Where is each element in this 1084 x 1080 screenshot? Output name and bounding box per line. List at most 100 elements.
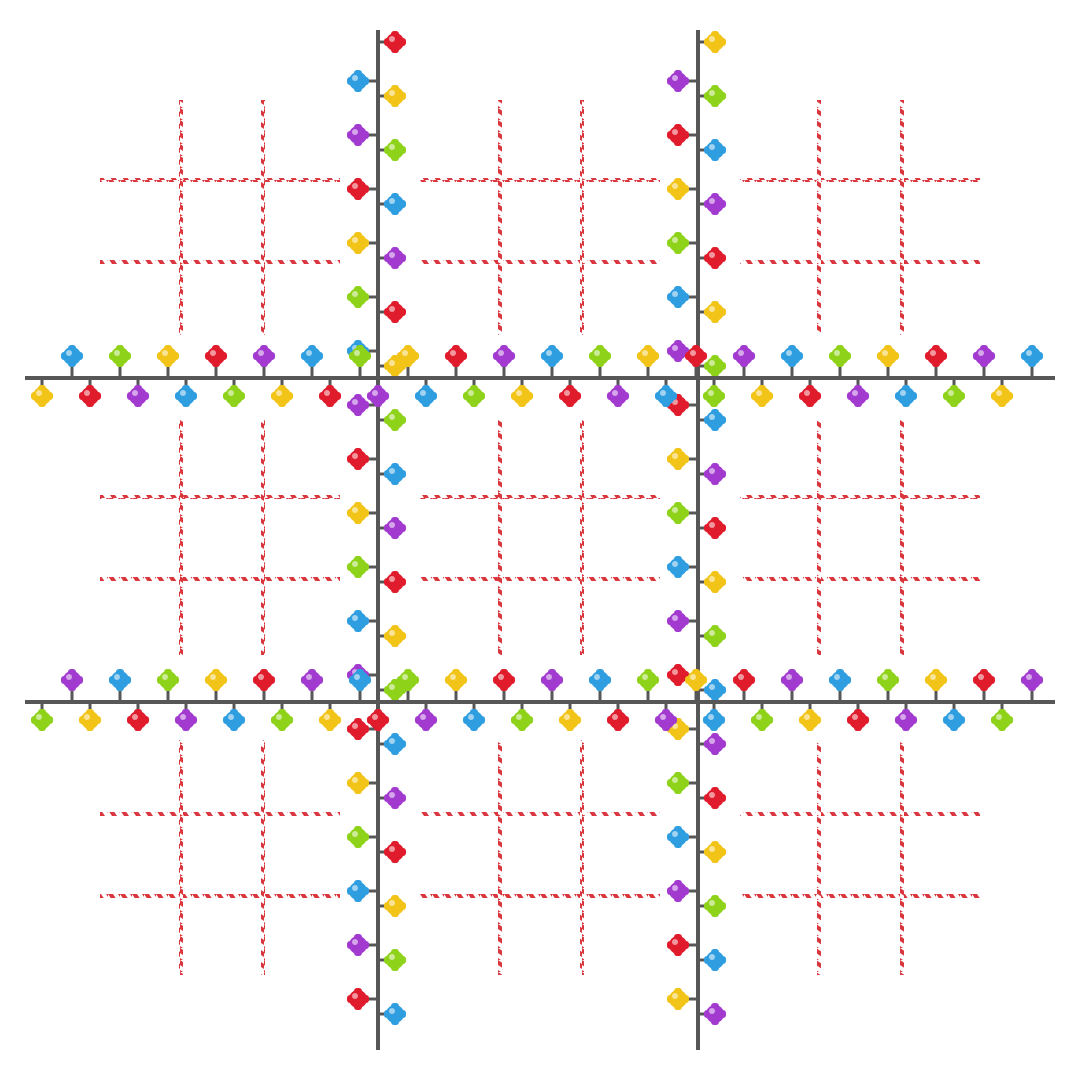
cell-12-21[interactable]	[822, 582, 899, 652]
cell-02-22[interactable]	[905, 265, 977, 332]
cell-12-12[interactable]	[905, 500, 977, 576]
cell-11-01[interactable]	[503, 423, 579, 494]
cell-10-11[interactable]	[184, 500, 260, 576]
cell-20-20[interactable]	[103, 899, 178, 972]
cell-20-22[interactable]	[266, 899, 337, 972]
cell-21-02[interactable]	[585, 743, 657, 811]
cell-21-22[interactable]	[585, 899, 657, 972]
cell-12-11[interactable]	[822, 500, 899, 576]
cell-00-12[interactable]	[266, 183, 337, 259]
cell-02-20[interactable]	[743, 265, 816, 332]
cell-02-21[interactable]	[822, 265, 899, 332]
light-bulb	[799, 385, 821, 407]
light-bulb	[704, 841, 726, 863]
cell-12-02[interactable]	[905, 423, 977, 494]
cell-22-01[interactable]	[822, 743, 899, 811]
cell-20-12[interactable]	[266, 817, 337, 893]
light-bulb	[397, 345, 419, 367]
cell-00-10[interactable]	[103, 183, 178, 259]
light-bulb	[637, 345, 659, 367]
cell-02-00[interactable]	[743, 103, 816, 177]
cell-21-21[interactable]	[503, 899, 579, 972]
light-bulb	[493, 345, 515, 367]
cell-00-22[interactable]	[266, 265, 337, 332]
cell-00-11[interactable]	[184, 183, 260, 259]
cell-20-01[interactable]	[184, 743, 260, 811]
light-bulb	[751, 709, 773, 731]
cell-00-01[interactable]	[184, 103, 260, 177]
cell-01-10[interactable]	[423, 183, 497, 259]
cell-11-21[interactable]	[503, 582, 579, 652]
cell-01-12[interactable]	[585, 183, 657, 259]
cell-00-02[interactable]	[266, 103, 337, 177]
light-bulb	[397, 669, 419, 691]
cell-01-00[interactable]	[423, 103, 497, 177]
cell-22-12[interactable]	[905, 817, 977, 893]
cell-11-02[interactable]	[585, 423, 657, 494]
cell-01-22[interactable]	[585, 265, 657, 332]
cell-11-12[interactable]	[585, 500, 657, 576]
cell-01-20[interactable]	[423, 265, 497, 332]
cell-21-01[interactable]	[503, 743, 579, 811]
candy-cane-line-h	[420, 894, 660, 898]
cell-10-00[interactable]	[103, 423, 178, 494]
cell-02-12[interactable]	[905, 183, 977, 259]
light-bulb	[384, 949, 406, 971]
cell-22-00[interactable]	[743, 743, 816, 811]
candy-cane-line-h	[740, 577, 980, 581]
cell-21-00[interactable]	[423, 743, 497, 811]
cell-02-10[interactable]	[743, 183, 816, 259]
cell-00-21[interactable]	[184, 265, 260, 332]
light-bulb	[384, 355, 406, 377]
cell-20-11[interactable]	[184, 817, 260, 893]
cell-02-02[interactable]	[905, 103, 977, 177]
candy-cane-line-v	[817, 420, 821, 655]
cell-22-10[interactable]	[743, 817, 816, 893]
cell-11-22[interactable]	[585, 582, 657, 652]
cell-21-12[interactable]	[585, 817, 657, 893]
cell-20-10[interactable]	[103, 817, 178, 893]
cell-10-20[interactable]	[103, 582, 178, 652]
cell-12-10[interactable]	[743, 500, 816, 576]
candy-cane-line-h	[420, 495, 660, 499]
cell-10-10[interactable]	[103, 500, 178, 576]
cell-01-21[interactable]	[503, 265, 579, 332]
cell-10-22[interactable]	[266, 582, 337, 652]
cell-22-02[interactable]	[905, 743, 977, 811]
cell-22-20[interactable]	[743, 899, 816, 972]
cell-01-11[interactable]	[503, 183, 579, 259]
cell-10-01[interactable]	[184, 423, 260, 494]
light-bulb	[384, 625, 406, 647]
cell-10-12[interactable]	[266, 500, 337, 576]
light-bulb	[301, 345, 323, 367]
cell-20-02[interactable]	[266, 743, 337, 811]
cell-22-21[interactable]	[822, 899, 899, 972]
outer-vertical-string-2	[667, 30, 726, 1050]
light-bulb	[253, 669, 275, 691]
cell-00-20[interactable]	[103, 265, 178, 332]
cell-12-00[interactable]	[743, 423, 816, 494]
cell-21-10[interactable]	[423, 817, 497, 893]
light-bulb	[463, 385, 485, 407]
light-bulb	[541, 669, 563, 691]
cell-11-10[interactable]	[423, 500, 497, 576]
cell-11-00[interactable]	[423, 423, 497, 494]
cell-01-01[interactable]	[503, 103, 579, 177]
cell-21-11[interactable]	[503, 817, 579, 893]
cell-10-21[interactable]	[184, 582, 260, 652]
cell-11-11[interactable]	[503, 500, 579, 576]
cell-22-11[interactable]	[822, 817, 899, 893]
cell-21-20[interactable]	[423, 899, 497, 972]
cell-10-02[interactable]	[266, 423, 337, 494]
cell-11-20[interactable]	[423, 582, 497, 652]
cell-01-02[interactable]	[585, 103, 657, 177]
cell-12-01[interactable]	[822, 423, 899, 494]
cell-20-00[interactable]	[103, 743, 178, 811]
cell-22-22[interactable]	[905, 899, 977, 972]
cell-02-11[interactable]	[822, 183, 899, 259]
cell-00-00[interactable]	[103, 103, 178, 177]
cell-12-20[interactable]	[743, 582, 816, 652]
cell-20-21[interactable]	[184, 899, 260, 972]
cell-12-22[interactable]	[905, 582, 977, 652]
cell-02-01[interactable]	[822, 103, 899, 177]
